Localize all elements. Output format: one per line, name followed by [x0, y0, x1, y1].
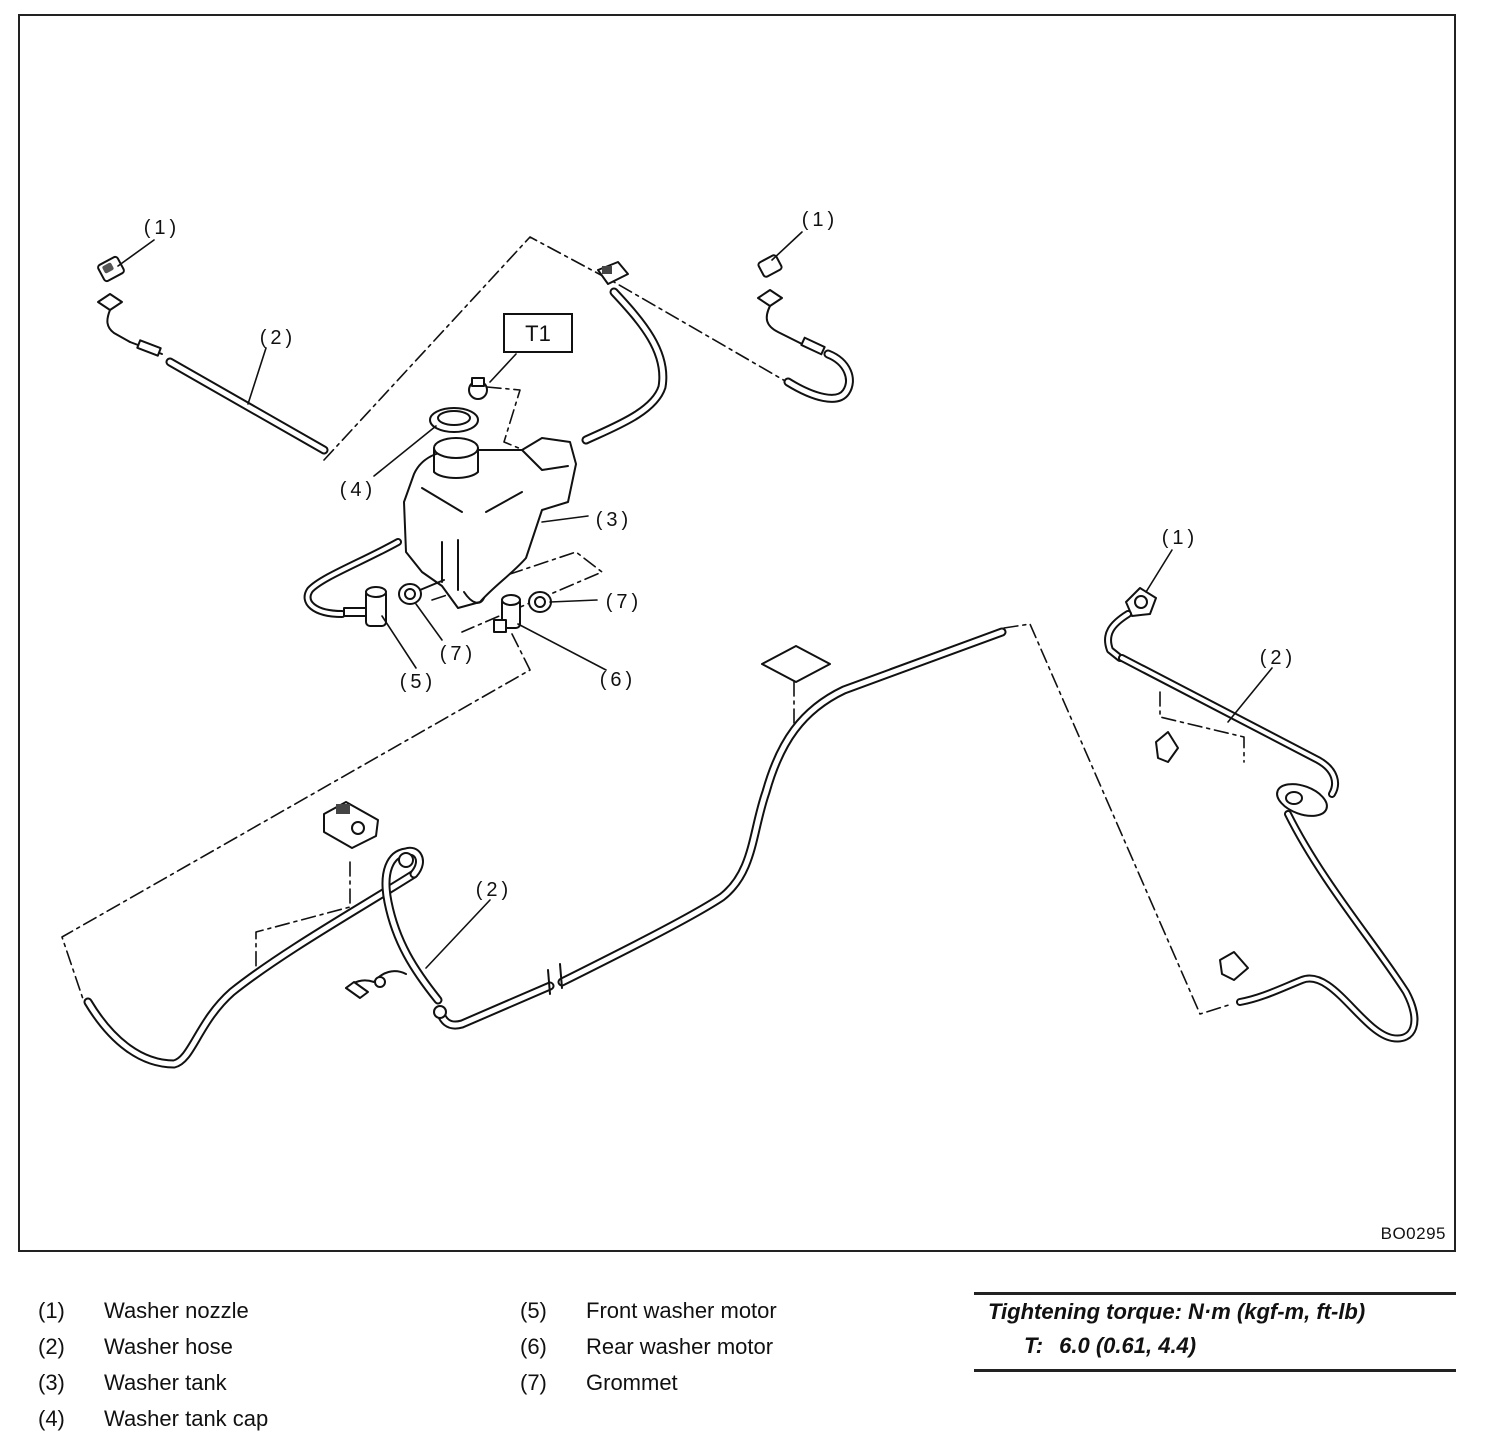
tool-box: [503, 313, 573, 353]
figure-code: BO0295: [1380, 1224, 1446, 1243]
legend-item: (1) Washer nozzle: [38, 1296, 268, 1332]
hose-clip-loop: [381, 846, 447, 1019]
torque-title: Tightening torque: N·m (kgf-m, ft-lb): [988, 1299, 1366, 1324]
legend-label: Washer tank cap: [104, 1406, 269, 1431]
callout-4: (4): [340, 479, 376, 501]
legend-column-right: (5) Front washer motor (6) Rear washer mot…: [520, 1296, 777, 1404]
left-front-hose: [165, 357, 329, 455]
location-marker: [761, 645, 831, 683]
diagram-frame: T1 (1) (2) (1) (4) (3) (1) (7) (2) (7) (…: [18, 14, 1456, 1252]
center-nozzle-assembly: [581, 261, 668, 445]
hose-clip-block: [323, 801, 379, 849]
washer-tank-cap: [429, 407, 479, 433]
torque-row: T: 6.0 (0.61, 4.4): [974, 1329, 1456, 1369]
rear-nozzle-assembly: [1104, 587, 1339, 798]
torque-bottom-rule: [974, 1369, 1456, 1372]
rear-washer-motor: [493, 594, 521, 633]
left-front-nozzle-assembly: [97, 255, 163, 357]
leader-lines: [61, 236, 1245, 1015]
legend-number: (6): [520, 1334, 547, 1359]
callout-3: (3): [596, 509, 632, 531]
rear-washer-hose: [435, 627, 1007, 1030]
callout-7-right: (7): [606, 591, 642, 613]
rear-lower-hose: [1236, 810, 1419, 1043]
legend-number: (3): [38, 1370, 65, 1395]
callout-1-right: (1): [1162, 527, 1198, 549]
right-front-nozzle-assembly: [757, 254, 854, 403]
legend-label: Washer hose: [104, 1334, 233, 1359]
legend-label: Grommet: [586, 1370, 678, 1395]
callout-7-left: (7): [440, 643, 476, 665]
callout-2-right: (2): [1260, 647, 1296, 669]
legend-label: Washer nozzle: [104, 1298, 249, 1323]
legend-item: (3) Washer tank: [38, 1368, 268, 1404]
rear-clip-upper: [1155, 731, 1179, 763]
legend-item: (4) Washer tank cap: [38, 1404, 268, 1440]
lower-left-hose: [83, 869, 419, 1069]
callout-2-left: (2): [260, 327, 296, 349]
grommet-right: [528, 591, 552, 613]
callout-1-left: (1): [144, 217, 180, 239]
legend-label: Front washer motor: [586, 1298, 777, 1323]
legend-item: (5) Front washer motor: [520, 1296, 777, 1332]
grommet-left: [398, 579, 445, 605]
callout-2-bottom: (2): [476, 879, 512, 901]
legend-number: (5): [520, 1298, 547, 1323]
legend-column-left: (1) Washer nozzle (2) Washer hose (3) Washe…: [38, 1296, 268, 1440]
legend-item: (2) Washer hose: [38, 1332, 268, 1368]
callout-leaders: [117, 231, 1273, 969]
tank-bolt: [468, 377, 488, 400]
torque-top-rule: [974, 1292, 1456, 1295]
torque-value: 6.0 (0.61, 4.4): [1059, 1333, 1197, 1358]
front-washer-motor: [343, 586, 387, 627]
rear-clip-lower: [1219, 951, 1249, 981]
torque-key: T:: [1024, 1333, 1044, 1358]
legend-number: (1): [38, 1298, 65, 1323]
legend-number: (2): [38, 1334, 65, 1359]
washer-tank: [403, 437, 577, 609]
legend-label: Rear washer motor: [586, 1334, 774, 1359]
washer-system-diagram: T1 (1) (2) (1) (4) (3) (1) (7) (2) (7) (…: [61, 209, 1419, 1069]
legend-number: (7): [520, 1370, 547, 1395]
rear-grommet: [1276, 783, 1328, 817]
legend-number: (4): [38, 1406, 65, 1431]
callout-5: (5): [400, 671, 436, 693]
legend-label: Washer tank: [104, 1370, 227, 1395]
small-clip: [345, 970, 407, 999]
tool-box-label: T1: [525, 321, 551, 346]
torque-spec: Tightening torque: N·m (kgf-m, ft-lb) T:…: [974, 1292, 1456, 1372]
callout-6: (6): [600, 669, 636, 691]
callout-1-center: (1): [802, 209, 838, 231]
legend-item: (7) Grommet: [520, 1368, 777, 1404]
legend-item: (6) Rear washer motor: [520, 1332, 777, 1368]
